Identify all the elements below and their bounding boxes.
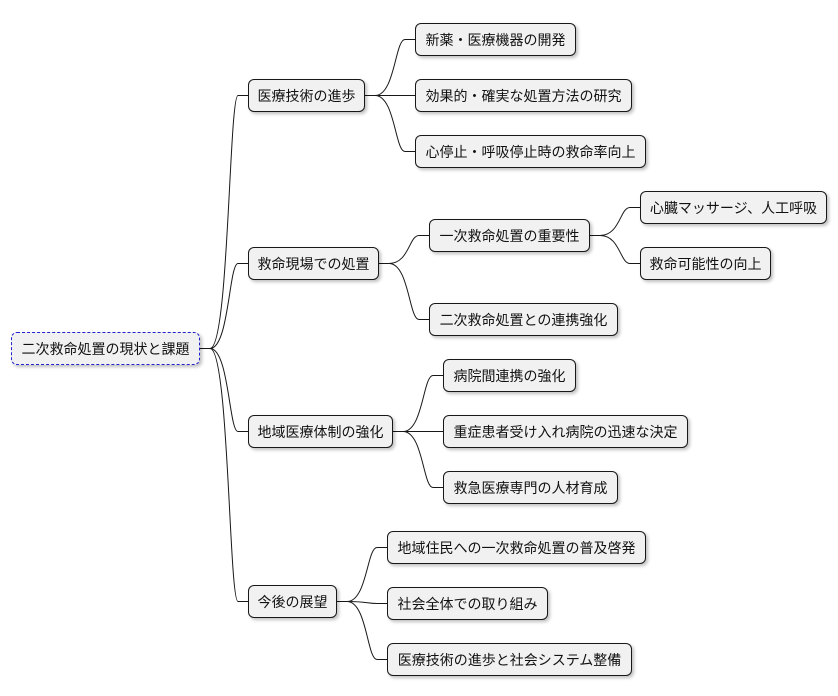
leaf-node: 心停止・呼吸停止時の救命率向上	[415, 135, 646, 168]
leaf-node: 社会全体での取り組み	[387, 587, 548, 620]
leaf-node: 心臓マッサージ、人工呼吸	[640, 191, 827, 224]
leaf-node: 二次救命処置との連携強化	[429, 303, 618, 336]
connector-line	[337, 601, 387, 660]
connector-line	[393, 375, 443, 432]
connector-line	[590, 235, 640, 264]
branch-node-outlook: 今後の展望	[248, 585, 337, 618]
connector-line	[365, 95, 415, 152]
leaf-node: 病院間連携の強化	[443, 359, 576, 392]
branch-node-field-care: 救命現場での処置	[248, 247, 379, 280]
connector-line	[590, 207, 640, 236]
connector-line	[200, 95, 248, 349]
connector-line	[200, 348, 248, 602]
connector-line	[379, 235, 429, 264]
branch-node-regional-care: 地域医療体制の強化	[248, 415, 393, 448]
leaf-node: 地域住民への一次救命処置の普及啓発	[387, 531, 646, 564]
connector-line	[365, 39, 415, 96]
leaf-node: 重症患者受け入れ病院の迅速な決定	[443, 415, 688, 448]
leaf-node: 新薬・医療機器の開発	[415, 23, 576, 56]
branch-node-medical-tech: 医療技術の進歩	[248, 79, 365, 112]
leaf-node: 効果的・確実な処置方法の研究	[415, 79, 632, 112]
connector-line	[200, 263, 248, 349]
connector-line	[393, 431, 443, 488]
leaf-node: 救命可能性の向上	[640, 247, 771, 280]
root-node: 二次救命処置の現状と課題	[11, 332, 200, 365]
connector-line	[379, 263, 429, 320]
sub-branch-node: 一次救命処置の重要性	[429, 219, 590, 252]
connector-line	[337, 547, 387, 602]
leaf-node: 救急医療専門の人材育成	[443, 471, 618, 504]
leaf-node: 医療技術の進歩と社会システム整備	[387, 643, 632, 676]
